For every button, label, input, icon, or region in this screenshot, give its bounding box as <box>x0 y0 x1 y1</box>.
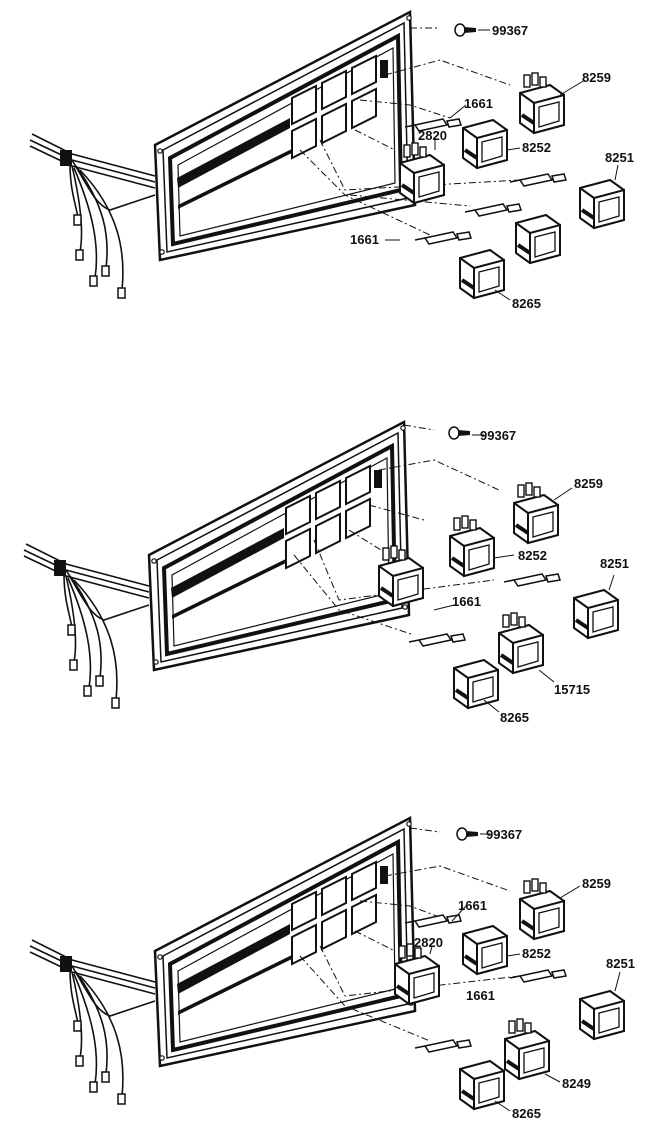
part-label: 8251 <box>600 556 629 571</box>
diagram-top: 99367 8259 1661 2820 8252 8251 1661 8265 <box>28 10 634 311</box>
connector-part <box>414 1039 472 1053</box>
part-label: 8252 <box>522 946 551 961</box>
switch-part <box>499 613 543 673</box>
switch-part <box>505 1019 549 1079</box>
part-label: 99367 <box>492 23 528 38</box>
part-label: 1661 <box>458 898 487 913</box>
switch-part <box>520 879 564 939</box>
switch-part <box>400 143 444 203</box>
connector-part <box>503 573 561 587</box>
part-label: 1661 <box>466 988 495 1003</box>
part-label: 2820 <box>418 128 447 143</box>
switch-part <box>450 516 494 576</box>
part-label: 8252 <box>518 548 547 563</box>
switch-part <box>461 118 509 170</box>
part-label: 8265 <box>512 296 541 311</box>
switch-part <box>395 944 439 1004</box>
part-label: 1661 <box>452 594 481 609</box>
part-label: 1661 <box>350 232 379 247</box>
part-label: 8259 <box>582 70 611 85</box>
switch-part <box>461 924 509 976</box>
part-label: 2820 <box>414 935 443 950</box>
diagram-bottom: 99367 8259 1661 2820 8252 8251 1661 8249… <box>28 816 635 1121</box>
part-label: 8251 <box>606 956 635 971</box>
connector-part <box>408 633 466 647</box>
part-label: 8265 <box>512 1106 541 1121</box>
part-label: 99367 <box>486 827 522 842</box>
switch-part <box>458 1059 506 1111</box>
switch-panel-illustration <box>28 816 417 1106</box>
switch-part <box>572 588 620 640</box>
part-label: 8259 <box>574 476 603 491</box>
part-label: 8249 <box>562 1076 591 1091</box>
diagram-middle: 99367 8259 8252 8251 1661 15715 8265 <box>22 420 629 725</box>
switch-panel-illustration <box>28 10 417 300</box>
switch-part <box>514 213 562 265</box>
screw-part <box>448 426 471 440</box>
part-label: 8252 <box>522 140 551 155</box>
switch-part <box>514 483 558 543</box>
connector-part <box>414 231 472 245</box>
part-label: 8251 <box>605 150 634 165</box>
switch-part <box>452 658 500 710</box>
switch-part <box>520 73 564 133</box>
connector-part <box>509 969 567 983</box>
switch-part <box>458 248 506 300</box>
part-label: 8265 <box>500 710 529 725</box>
screw-part <box>454 23 477 37</box>
switch-part <box>578 989 626 1041</box>
part-label: 15715 <box>554 682 590 697</box>
screw-part <box>456 827 479 841</box>
connector-part <box>464 203 522 217</box>
switch-part <box>578 178 626 230</box>
part-label: 1661 <box>464 96 493 111</box>
connector-part <box>509 173 567 187</box>
switch-part <box>379 546 423 606</box>
switch-panel-illustration <box>22 420 411 710</box>
part-label: 99367 <box>480 428 516 443</box>
part-label: 8259 <box>582 876 611 891</box>
